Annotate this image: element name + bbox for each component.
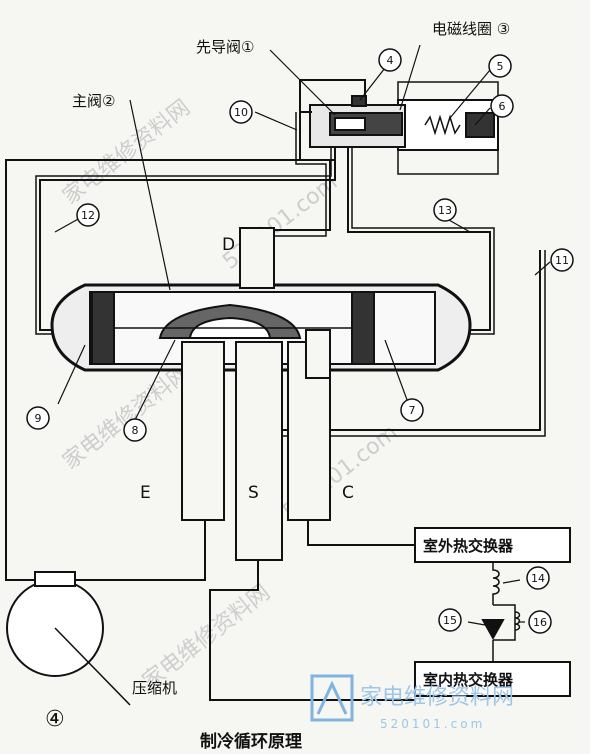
callout-10: 10 — [234, 106, 248, 119]
c-port-line — [307, 520, 415, 546]
watermark-text-3: 家电维修资料网 — [138, 580, 275, 695]
pilot-valve-label: 先导阀① — [196, 38, 254, 56]
callout-14: 14 — [531, 572, 545, 585]
discharge-line — [5, 159, 335, 581]
plunger — [465, 112, 495, 138]
callout-8: 8 — [132, 424, 139, 437]
callout-11: 11 — [555, 254, 569, 267]
port-c-inner — [305, 329, 331, 379]
indoor-hx-box — [414, 661, 571, 697]
capillary-13-inner — [351, 147, 495, 335]
main-valve-label: 主阀② — [72, 92, 115, 110]
diagram-lines — [5, 79, 571, 706]
capillary-10-inner — [270, 112, 327, 237]
callout-12: 12 — [81, 209, 95, 222]
diagram-title: 制冷循环原理 — [200, 731, 302, 752]
port-s-tube — [235, 341, 283, 561]
port-e-label: E — [140, 483, 151, 503]
bypass-loop — [493, 604, 516, 641]
right-piston — [351, 291, 375, 365]
compressor-top — [34, 571, 76, 587]
callout-6: 6 — [499, 100, 506, 113]
suction-line — [209, 560, 415, 701]
compressor-label: 压缩机 — [132, 679, 177, 697]
site-logo: 家电维修资料网 520101.com — [310, 674, 514, 731]
callout-13: 13 — [438, 204, 452, 217]
logo-icon — [310, 674, 354, 722]
capillary-11 — [262, 250, 541, 431]
port-d-tube — [239, 227, 275, 289]
compressor-leader — [54, 627, 131, 706]
capillary-12 — [39, 147, 336, 331]
check-valve-15 — [481, 619, 505, 641]
figure-number: ④ — [45, 707, 65, 732]
capillary-12-inner — [35, 147, 332, 335]
capillary-13 — [347, 147, 491, 331]
capillary-14-coil — [492, 562, 500, 605]
callout-9: 9 — [35, 412, 42, 425]
capillary-11-inner — [262, 250, 546, 437]
port-e-tube — [181, 341, 225, 521]
pilot-valve-top-block — [351, 95, 367, 107]
watermark-text-1: 家电维修资料网 — [58, 95, 195, 210]
callout-16: 16 — [533, 616, 547, 629]
logo-text: 家电维修资料网 — [360, 685, 514, 710]
callout-15: 15 — [443, 614, 457, 627]
watermark-url-1: 520101.com — [218, 170, 342, 275]
coil-spring — [424, 114, 461, 136]
pilot-valve-slider — [334, 117, 366, 131]
watermark-text-2: 家电维修资料网 — [58, 360, 195, 475]
indoor-hx-label: 室内热交换器 — [423, 671, 514, 689]
callout-7: 7 — [409, 404, 416, 417]
port-c-label: C — [342, 483, 354, 503]
callout-circles — [26, 48, 574, 634]
outdoor-hx-label: 室外热交换器 — [423, 537, 514, 555]
port-d-label: D — [222, 235, 235, 255]
callout-5: 5 — [497, 60, 504, 73]
port-s-label: S — [248, 483, 259, 503]
background-watermark: 家电维修资料网 520101.com 家电维修资料网 520101.com 家电… — [58, 95, 402, 695]
outdoor-hx-box — [414, 527, 571, 563]
callout-4: 4 — [387, 54, 394, 67]
logo-url: 520101.com — [380, 717, 485, 731]
solenoid-coil-label: 电磁线圈 ③ — [432, 20, 510, 38]
left-piston — [91, 291, 115, 365]
capillary-16-coil — [514, 611, 521, 631]
